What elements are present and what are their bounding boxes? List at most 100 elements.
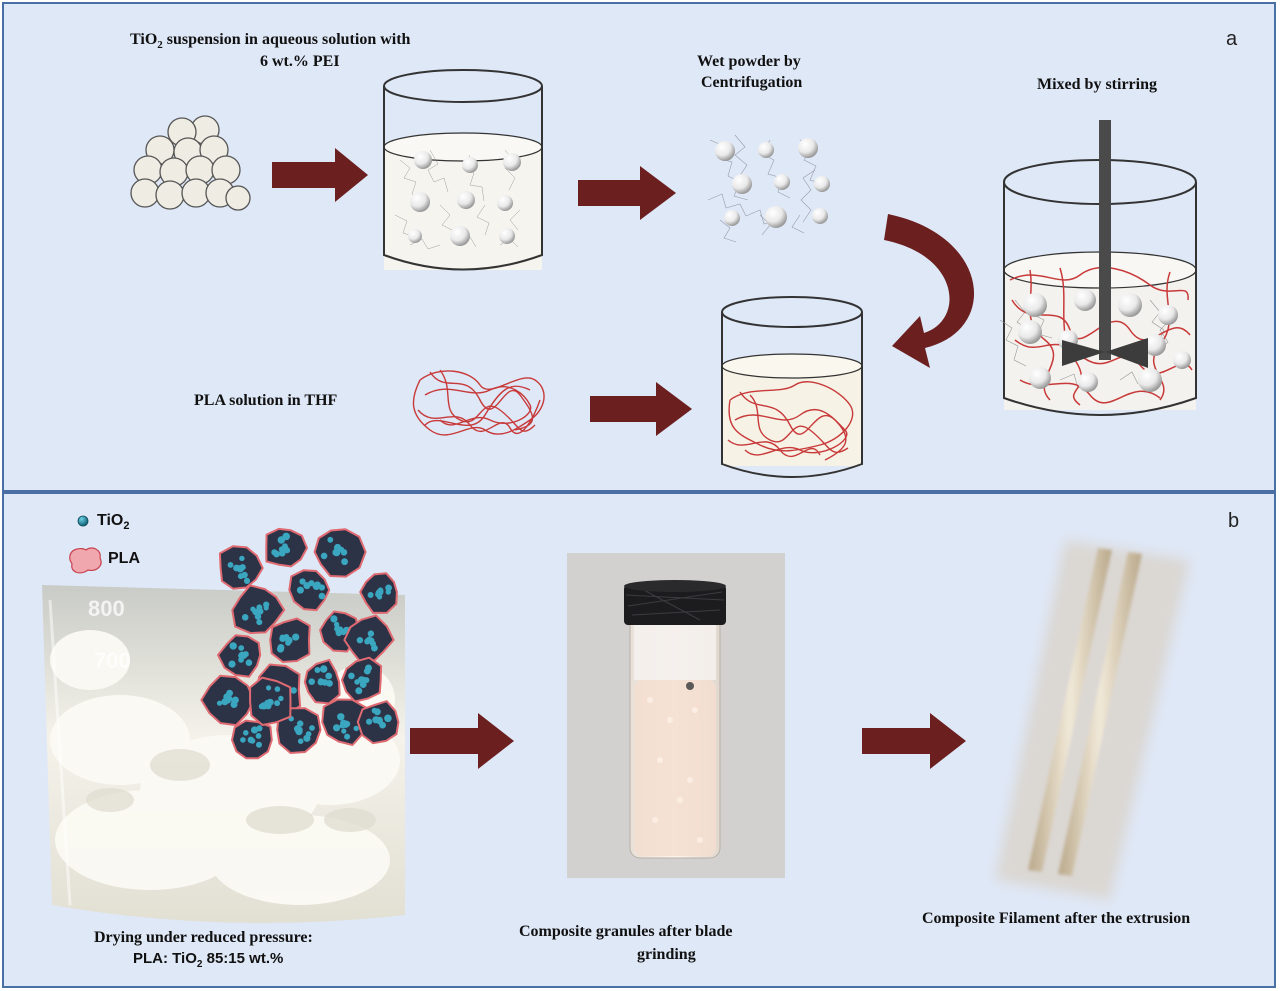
- pla-polymer-tangle: [412, 369, 545, 436]
- tio2-dot: [242, 651, 249, 658]
- tio2-dot: [367, 592, 374, 598]
- wet-powder-particles: [707, 134, 830, 243]
- tio2-dot: [354, 679, 360, 685]
- granules-label-line2: grinding: [637, 946, 696, 963]
- tio2-dot: [243, 577, 251, 585]
- tio2-dot: [299, 578, 306, 585]
- tio2-dot: [243, 730, 249, 736]
- tio2-dot: [303, 734, 311, 742]
- tio2-dot: [282, 543, 288, 550]
- tio2-dot: [274, 700, 281, 707]
- tio2-dot: [231, 696, 239, 704]
- tio2-dot: [370, 640, 376, 647]
- wet-powder-label-line2: Centrifugation: [701, 74, 803, 91]
- tio2-dot: [333, 724, 341, 732]
- tio2-dot: [364, 638, 371, 645]
- tio2-dot: [238, 656, 245, 663]
- tio2-dot: [308, 580, 315, 587]
- tio2-dot: [376, 594, 383, 600]
- tio2-dot: [296, 586, 304, 594]
- pla-tio2-aggregate: [288, 569, 331, 612]
- tio2-dot: [337, 713, 345, 721]
- pla-solution-label: PLA solution in THF: [194, 392, 338, 409]
- tio2-dot: [309, 725, 315, 731]
- tio2-dot: [278, 695, 284, 702]
- panel-a-letter: a: [1226, 28, 1238, 50]
- drying-label-line2: PLA: TiO2 85:15 wt.%: [133, 950, 284, 970]
- tio2-dot: [255, 733, 262, 739]
- tio2-dot: [325, 672, 333, 680]
- legend-pla-label: PLA: [108, 550, 140, 567]
- pla-tio2-aggregates: [200, 527, 400, 760]
- tio2-dot: [366, 718, 373, 725]
- tio2-dot: [238, 645, 245, 651]
- tio2-dot: [373, 708, 381, 716]
- stirrer-rod: [1099, 120, 1111, 360]
- filament-photo: [995, 540, 1190, 900]
- tio2-dot: [264, 702, 272, 710]
- granules-vial-photo: [567, 553, 785, 878]
- tio2-dot: [320, 552, 328, 560]
- beaker-graduation-700: 700: [94, 648, 131, 673]
- tio2-suspension-label: TiO2 suspension in aqueous solution with: [130, 31, 411, 52]
- tio2-dot: [237, 573, 244, 580]
- tio2-dot: [320, 665, 328, 673]
- arrow-to-wet-powder: [578, 166, 676, 220]
- tio2-dot: [229, 642, 237, 650]
- tio2-dot: [314, 667, 321, 673]
- tio2-dot: [240, 737, 246, 743]
- tio2-dot: [285, 640, 291, 646]
- tio2-dot: [348, 672, 355, 680]
- tio2-dot: [312, 582, 321, 590]
- curved-arrow-to-beaker-3: [884, 214, 975, 368]
- legend-pla-blob: [69, 547, 102, 574]
- tio2-dot: [340, 719, 347, 727]
- tio2-suspension-label-line2: 6 wt.% PEI: [260, 53, 340, 70]
- beaker-graduation-800: 800: [88, 596, 125, 621]
- beaker-tio2-suspension: [383, 69, 543, 271]
- tio2-dot: [239, 564, 246, 571]
- tio2-dot: [356, 637, 364, 644]
- tio2-dot: [330, 615, 338, 623]
- tio2-dot: [245, 659, 253, 666]
- tio2-dot: [308, 678, 316, 685]
- tio2-dot: [290, 687, 297, 694]
- arrow-to-beaker-1: [272, 148, 368, 202]
- tio2-dot: [266, 685, 272, 691]
- tio2-dot: [274, 686, 281, 692]
- tio2-dot: [326, 680, 333, 687]
- wet-powder-label-line1: Wet powder by: [697, 53, 801, 70]
- tio2-dot: [257, 608, 264, 615]
- arrow-to-filament: [862, 713, 966, 769]
- tio2-dot: [378, 588, 384, 594]
- tio2-dot: [256, 619, 263, 626]
- tio2-dot: [239, 555, 245, 562]
- stirrer-blade-left: [1062, 340, 1105, 366]
- tio2-dot: [282, 532, 291, 541]
- tio2-dot: [227, 562, 234, 568]
- tio2-dot: [360, 676, 367, 684]
- stirrer-blade-right: [1105, 338, 1148, 368]
- tio2-dot: [367, 630, 375, 637]
- tio2-dot: [277, 645, 284, 653]
- tio2-dot: [263, 601, 270, 608]
- drying-label-line1: Drying under reduced pressure:: [94, 929, 313, 946]
- panel-b-letter: b: [1228, 510, 1240, 532]
- tio2-dot: [385, 584, 392, 592]
- mixed-by-stirring-label: Mixed by stirring: [1037, 76, 1157, 93]
- panel-a-arrows: [272, 148, 975, 436]
- tio2-dot: [336, 546, 342, 553]
- tio2-dot: [344, 733, 351, 740]
- legend-tio2-label: TiO2: [97, 512, 130, 533]
- tio2-dot: [238, 652, 244, 659]
- tio2-dot: [363, 667, 371, 675]
- tio2-dot: [336, 626, 344, 634]
- tio2-dot: [341, 728, 347, 734]
- tio2-particle-cluster: [130, 115, 251, 211]
- tio2-dot: [292, 633, 300, 641]
- legend-tio2-dot: [77, 515, 89, 527]
- beaker-pla-solution: [721, 296, 863, 478]
- tio2-dot: [353, 725, 359, 732]
- tio2-dot: [216, 700, 223, 706]
